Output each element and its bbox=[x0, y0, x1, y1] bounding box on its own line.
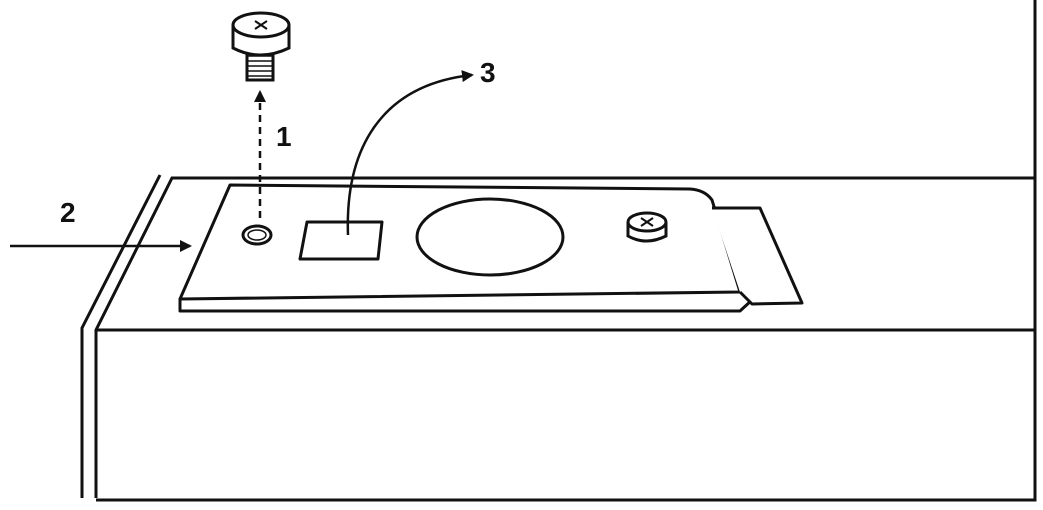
cabinet-top-back-edge bbox=[94, 176, 1035, 498]
plate-thickness-edge bbox=[178, 298, 754, 313]
mounting-plate bbox=[178, 183, 804, 313]
label-step-1: 1 bbox=[276, 121, 292, 152]
label-step-3: 3 bbox=[480, 57, 496, 88]
arrow-step-3 bbox=[346, 70, 474, 236]
rectangular-cutout bbox=[298, 220, 384, 261]
plate-tab bbox=[712, 206, 804, 306]
screw-cross-slot bbox=[254, 20, 268, 30]
screw-hole bbox=[241, 224, 273, 246]
cabinet-front-panel bbox=[96, 328, 1037, 502]
round-cutout bbox=[415, 197, 565, 277]
cabinet-outer-edge bbox=[80, 174, 162, 498]
cabinet-housing bbox=[80, 0, 1037, 502]
removed-screw-icon bbox=[231, 11, 291, 82]
installed-screw-icon bbox=[626, 211, 668, 243]
label-step-2: 2 bbox=[60, 197, 76, 228]
